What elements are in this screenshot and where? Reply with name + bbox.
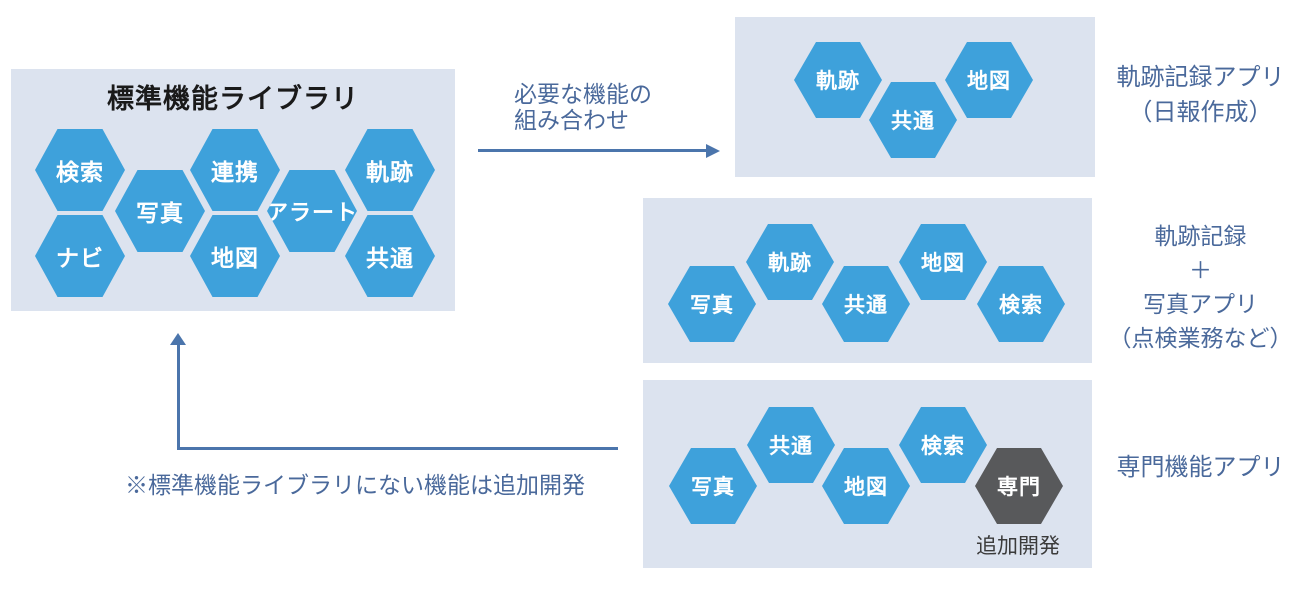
app1-label-line2: （日報作成） [1128, 99, 1273, 126]
hex-common-icon: 共通 [869, 82, 957, 158]
hex-search-icon: 検索 [899, 407, 987, 483]
app2-label: 軌跡記録 ＋ 写真アプリ （点検業務など） [1093, 219, 1305, 355]
flow-arrow-label-line2: 組み合わせ [514, 107, 629, 133]
hex-special-icon: 専門 [975, 448, 1063, 524]
hex-navi-icon: ナビ [35, 215, 125, 297]
footnote: ※標準機能ライブラリにない機能は追加開発 [125, 472, 585, 498]
app2-label-line4: （点検業務など） [1108, 325, 1293, 351]
app1-label: 軌跡記録アプリ （日報作成） [1098, 60, 1303, 130]
hex-map-icon: 地図 [190, 215, 280, 297]
up-arrow-head-icon [170, 333, 186, 345]
hex-common-icon: 共通 [747, 407, 835, 483]
hex-photo-icon: 写真 [115, 170, 205, 252]
hex-link-icon: 連携 [190, 129, 280, 211]
app3-label-line1: 専門機能アプリ [1116, 454, 1285, 481]
app2-label-line3: 写真アプリ [1143, 291, 1258, 317]
hex-track-icon: 軌跡 [746, 224, 834, 300]
hex-map-icon: 地図 [822, 448, 910, 524]
library-panel: 標準機能ライブラリ 検索 写真 連携 アラート 軌跡 ナビ 地図 共通 [11, 69, 455, 311]
right-arrow-head-icon [706, 144, 720, 158]
hex-map-icon: 地図 [899, 224, 987, 300]
right-arrow-line [478, 149, 708, 152]
hex-common-icon: 共通 [822, 266, 910, 342]
library-title: 標準機能ライブラリ [107, 84, 359, 114]
hex-alert-icon: アラート [267, 170, 357, 252]
app1-panel: 軌跡 共通 地図 [735, 17, 1095, 177]
hex-photo-icon: 写真 [669, 448, 757, 524]
app1-label-line1: 軌跡記録アプリ [1116, 64, 1285, 91]
app3-panel: 写真 共通 地図 検索 専門 追加開発 [643, 380, 1092, 568]
additional-development-note: 追加開発 [976, 535, 1060, 558]
flow-arrow-label-line1: 必要な機能の [514, 81, 652, 107]
up-arrow-vertical-line [177, 344, 180, 450]
app2-panel: 写真 軌跡 共通 地図 検索 [643, 198, 1092, 363]
app2-label-line2: ＋ [1189, 257, 1212, 283]
up-arrow-horizontal-line [177, 447, 618, 450]
hex-search-icon: 検索 [977, 266, 1065, 342]
hex-common-icon: 共通 [345, 215, 435, 297]
hex-search-icon: 検索 [35, 129, 125, 211]
app3-label: 専門機能アプリ [1098, 450, 1303, 485]
hex-photo-icon: 写真 [668, 266, 756, 342]
hex-track-icon: 軌跡 [345, 129, 435, 211]
flow-arrow-label: 必要な機能の 組み合わせ [514, 81, 652, 133]
hex-track-icon: 軌跡 [794, 42, 882, 118]
app2-label-line1: 軌跡記録 [1154, 223, 1247, 249]
hex-map-icon: 地図 [945, 42, 1033, 118]
